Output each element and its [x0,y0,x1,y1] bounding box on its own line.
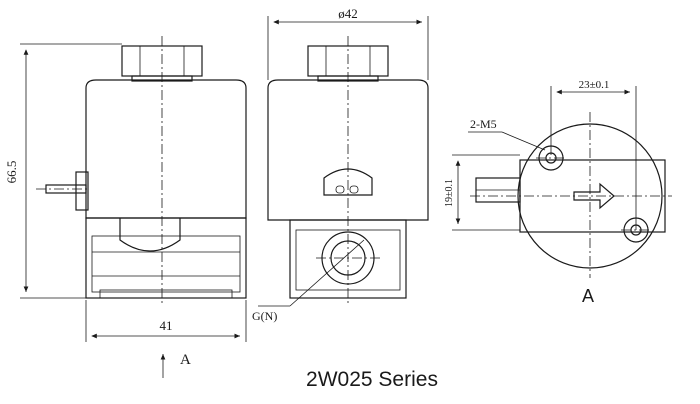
height-dimension: 66.5 [4,161,19,184]
front-view: ø42 G(N) [252,6,429,323]
series-title: 2W025 Series [306,368,438,391]
holes-label: 2-M5 [470,117,497,131]
width-dimension: 41 [160,318,173,333]
view-name-label: A [582,286,594,306]
hole-spacing-x-dimension: 23±0.1 [579,79,610,91]
hole-spacing-y-dimension: 19±0.1 [444,179,455,207]
view-a: 23±0.1 19±0.1 2-M5 A [444,79,672,306]
view-arrow-label: A [180,352,191,368]
port-label: G(N) [252,309,277,323]
diameter-dimension: ø42 [338,6,358,21]
side-view: 66.5 41 A [4,36,247,378]
